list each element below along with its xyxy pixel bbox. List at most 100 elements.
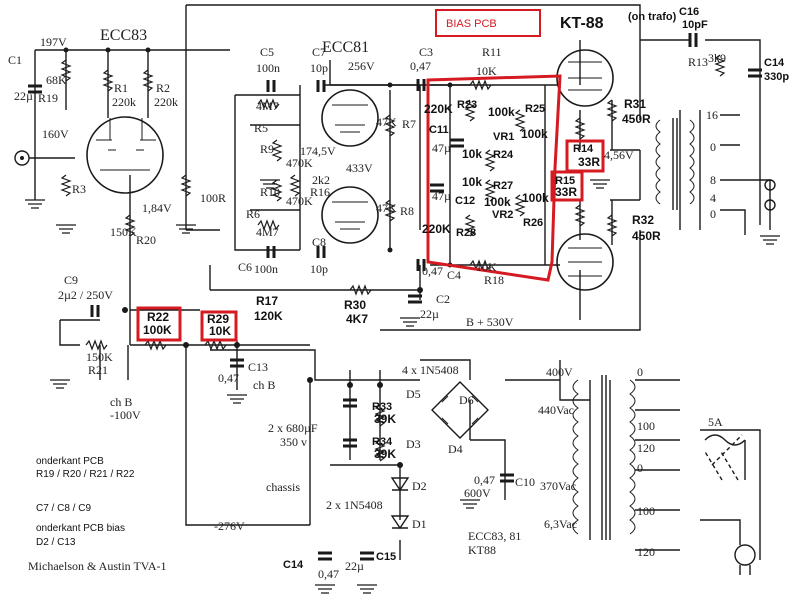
tap-16: 16 [706, 108, 718, 122]
label-d6: D6 [459, 393, 474, 407]
value-r19: 68K [46, 73, 67, 87]
voltage-160v: 160V [42, 127, 69, 141]
bias-pcb-outline [426, 74, 562, 282]
label-bulk-caps: 2 x 680µF [268, 421, 318, 435]
output-transformer [655, 118, 695, 210]
label-r33: R33 [372, 401, 392, 413]
value-r31: 450R [622, 112, 651, 126]
label-r23: R23 [457, 99, 477, 111]
value-c2: 22µ [420, 307, 439, 321]
label-r26: R26 [523, 217, 543, 229]
value-r17: 120K [254, 309, 283, 323]
value-c9: 2µ2 / 250V [58, 288, 113, 302]
labels: BIAS PCB ECC83 ECC81 KT-88 (on trafo) 19… [8, 6, 789, 581]
input-jack [14, 150, 75, 166]
value-c10-voltage: 600V [464, 486, 491, 500]
kt88-tube-upper [556, 49, 614, 107]
label-diodes: 2 x 1N5408 [326, 498, 383, 512]
value-r15: 33R [555, 185, 577, 199]
label-c16: C16 [679, 6, 699, 18]
primary-0a: 0 [637, 365, 643, 379]
value-r33: 39K [374, 412, 396, 426]
mains-plug [734, 544, 756, 575]
mains-switch [703, 434, 746, 481]
label-r24: R24 [493, 149, 514, 161]
value-c10: 0,47 [474, 473, 495, 487]
note-line-2: R19 / R20 / R21 / R22 [36, 469, 135, 480]
label-c4: C4 [447, 268, 461, 282]
tap-8: 8 [710, 173, 716, 187]
value-c5: 100n [256, 61, 280, 75]
ecc81-tube-lower [321, 186, 379, 244]
value-r9: 470K [286, 156, 313, 170]
heater-ecc83-81: ECC83, 81 [468, 529, 521, 543]
r29-highlight [200, 310, 238, 342]
label-r29: R29 [207, 312, 229, 326]
diode-d2 [390, 477, 410, 492]
label-c14: C14 [764, 57, 785, 69]
label-r28: R28 [456, 227, 476, 239]
tap-4: 4 [710, 191, 716, 205]
voltage-370vac: 370Vac [540, 479, 576, 493]
voltage-400v: 400V [546, 365, 573, 379]
value-c13: 0,47 [218, 371, 239, 385]
value-r21: 150K [86, 350, 113, 364]
note-line-5: D2 / C13 [36, 537, 76, 548]
value-r29: 10K [209, 324, 231, 338]
bias-pcb-box [435, 9, 541, 37]
label-chb: ch B [253, 378, 275, 392]
label-c9: C9 [64, 273, 78, 287]
value-c14b: 0,47 [318, 567, 339, 581]
voltage-433v: 433V [346, 161, 373, 175]
voltage-197v: 197V [40, 35, 67, 49]
label-r16: R16 [310, 185, 330, 199]
value-r27: 10k [462, 175, 482, 189]
value-c16: 10pF [682, 19, 708, 31]
label-r8: R8 [400, 204, 414, 218]
value-r26: 100k [522, 191, 549, 205]
value-100r: 100R [200, 191, 226, 205]
value-r1: 220k [112, 95, 136, 109]
note-line-1: onderkant PCB [36, 456, 104, 467]
value-r18: 10K [476, 260, 497, 274]
label-r32: R32 [632, 213, 654, 227]
voltage-440vac: 440Vac [538, 403, 574, 417]
label-c15: C15 [376, 551, 396, 563]
value-vr1: 100k [521, 127, 548, 141]
label-r27: R27 [493, 180, 513, 192]
r15-highlight [550, 170, 584, 202]
credit-label: Michaelson & Austin TVA-1 [28, 559, 167, 573]
primary-100b: 100 [637, 504, 655, 518]
label-d1: D1 [412, 517, 427, 531]
tap-0b: 0 [710, 207, 716, 221]
value-r28: 220K [422, 222, 451, 236]
value-r5: 4M7 [256, 99, 279, 113]
bridge-rectifier [431, 381, 489, 439]
value-r34: 39K [374, 447, 396, 461]
value-r23: 220K [424, 102, 453, 116]
voltage-184v: 1,84V [142, 201, 172, 215]
value-c4: 0,47 [422, 264, 443, 278]
label-c10: C10 [515, 475, 535, 489]
label-vr2: VR2 [492, 209, 513, 221]
label-r3: R3 [72, 182, 86, 196]
red-highlights [136, 9, 605, 342]
voltage-1745v: 174,5V [300, 144, 336, 158]
value-r30: 4K7 [346, 312, 368, 326]
label-r7: R7 [402, 117, 416, 131]
label-c3: C3 [419, 45, 433, 59]
label-c7: C7 [312, 45, 326, 59]
label-r1: R1 [114, 81, 128, 95]
r22-highlight [136, 306, 182, 342]
label-chb-2: ch B [110, 395, 132, 409]
value-c7: 10p [310, 61, 328, 75]
ecc83-label: ECC83 [100, 27, 147, 44]
value-r16: 2k2 [312, 173, 330, 187]
value-c3: 0,47 [410, 59, 431, 73]
value-r8: 47K [376, 201, 397, 215]
voltage-b530v: B + 530V [466, 315, 514, 329]
primary-120a: 120 [637, 441, 655, 455]
label-r22: R22 [147, 310, 169, 324]
label-d2: D2 [412, 479, 427, 493]
